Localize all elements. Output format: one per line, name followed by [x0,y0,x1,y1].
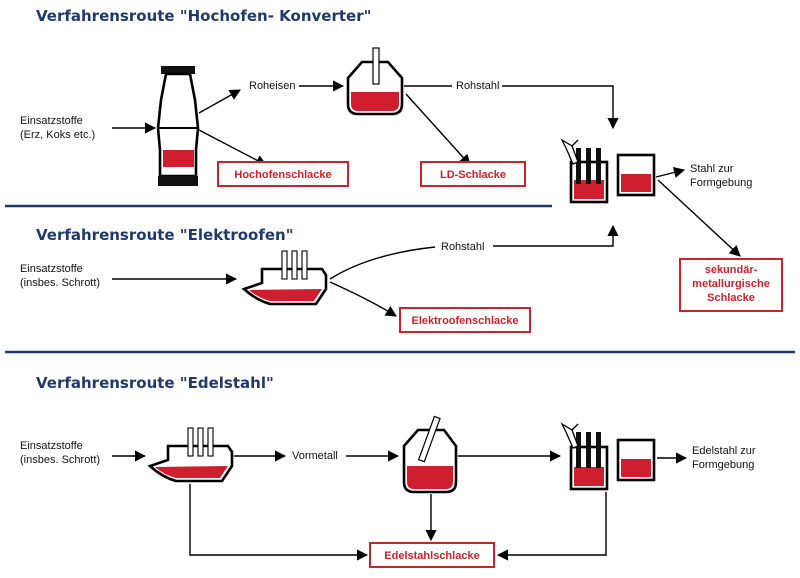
route-title-hochofen-konverter: Verfahrensroute "Hochofen- Konverter" [36,7,371,25]
output-label-stahl: Stahl zur [690,163,734,175]
converter-icon [346,47,404,116]
ladle-furnace-icon [560,138,609,204]
input-label-schrott: Einsatzstoffe [20,263,83,275]
slag-label-elektroofen: Elektroofenschlacke [412,315,519,327]
ladle-furnace-edelstahl-icon [560,422,609,491]
slag-label-ld: LD-Schlacke [440,169,506,181]
arrow-ladle-to-edelstahlschlacke [496,492,607,561]
aod-converter-icon [402,415,458,494]
label-vormetall: Vormetall [292,450,338,462]
arrow-rohstahl-to-secondary [502,85,619,130]
label-rohstahl-1: Rohstahl [456,80,499,92]
route-title-elektroofen: Verfahrensroute "Elektroofen" [36,226,294,244]
steel-ladle-edelstahl-icon [616,438,656,482]
input-label-erz-koks-detail: (Erz, Koks etc.) [20,129,95,141]
slag-label-secondary-1: sekundär- [705,264,758,276]
label-rohstahl-2: Rohstahl [441,241,484,253]
slag-label-secondary-2: metallurgische [692,278,770,290]
label-roheisen: Roheisen [249,80,295,92]
slag-label-hochofen: Hochofenschlacke [234,169,331,181]
arrow-eaf-to-slag [329,281,397,317]
input-label-schrott-edelstahl-detail: (insbes. Schrott) [20,454,100,466]
slag-label-secondary-3: Schlacke [707,292,755,304]
input-label-schrott-edelstahl: Einsatzstoffe [20,440,83,452]
output-label-edelstahl: Edelstahl zur [692,445,756,457]
input-label-schrott-detail: (insbes. Schrott) [20,277,100,289]
connector-eaf-to-rohstahl [329,246,436,280]
slag-box-ld: LD-Schlacke [420,161,526,187]
arrow-eaf-to-edelstahlschlacke [189,484,369,561]
input-label-erz-koks: Einsatzstoffe [20,115,83,127]
arrow-furnace-to-roheisen [198,89,241,114]
arrow-to-secondary-slag [657,179,741,257]
slag-box-elektroofen: Elektroofenschlacke [399,307,531,333]
blast-furnace-icon [156,66,200,186]
output-label-formgebung: Formgebung [690,177,752,189]
output-label-edelstahl-formgebung: Formgebung [692,459,754,471]
steel-ladle-icon [616,153,656,197]
electric-arc-furnace-edelstahl-icon [147,427,234,483]
slag-box-secondary: sekundär- metallurgische Schlacke [679,258,783,312]
slag-box-hochofen: Hochofenschlacke [217,161,349,187]
electric-arc-furnace-icon [241,250,328,306]
slag-label-edelstahl: Edelstahlschlacke [384,550,479,562]
arrow-to-stahl-formgebung [655,167,686,178]
arrow-rohstahl2-to-secondary [493,224,619,247]
route-title-edelstahl: Verfahrensroute "Edelstahl" [36,374,274,392]
arrow-furnace-to-hochofenschlacke [198,129,267,166]
slag-box-edelstahl: Edelstahlschlacke [369,542,495,568]
arrow-converter-to-ld-schlacke [405,93,471,166]
